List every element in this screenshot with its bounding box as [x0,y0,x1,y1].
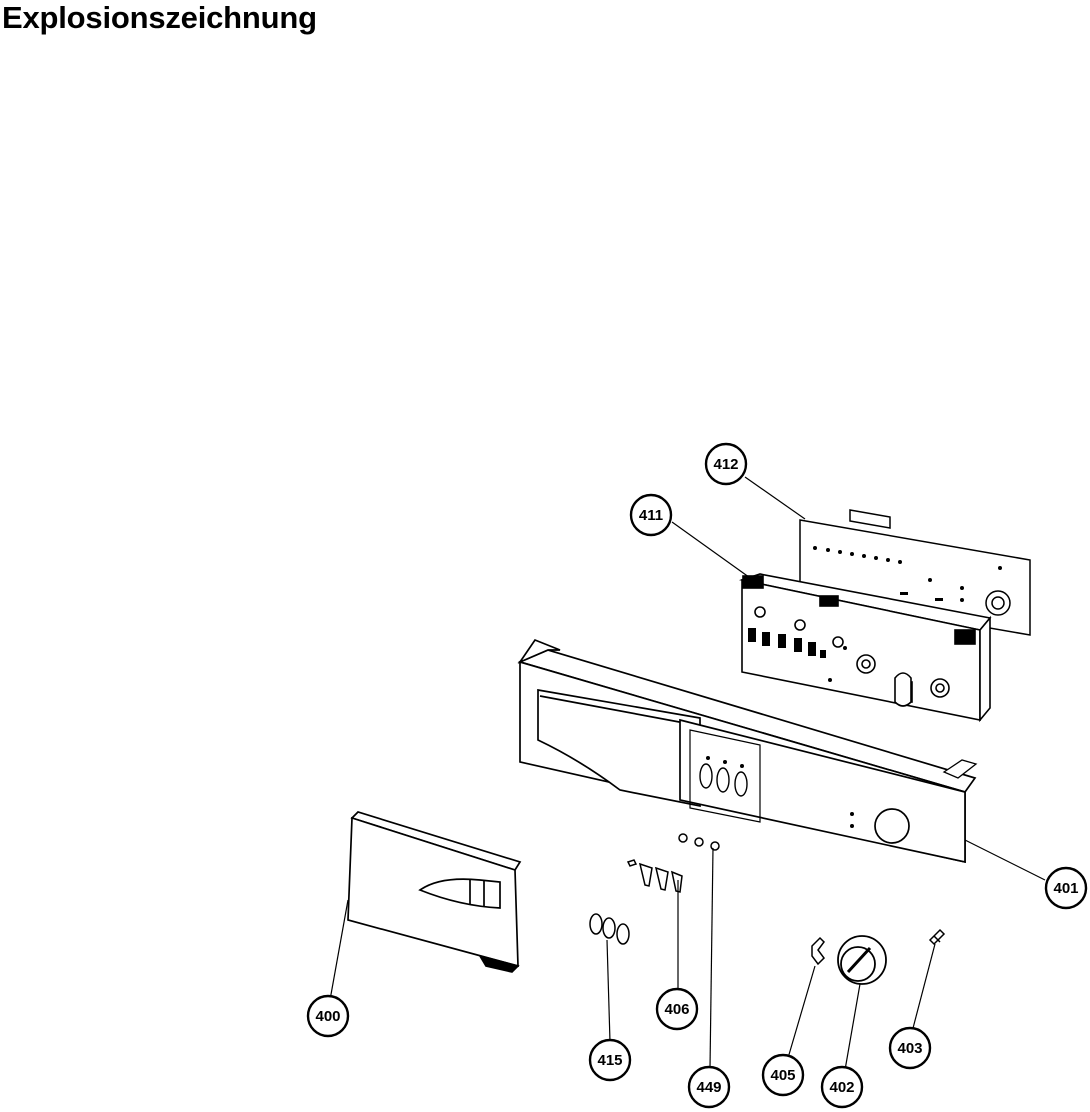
leader-lines [329,476,1046,1071]
part-406-levers [626,859,683,893]
part-405-clip [811,936,825,966]
callout-411: 411 [629,493,673,537]
callout-415-label: 415 [597,1052,622,1069]
part-415-button-caps [589,913,630,945]
page-title: Explosionszeichnung [2,0,317,35]
part-449-buttons [678,833,720,851]
callout-411-label: 411 [639,507,663,524]
callout-449-label: 449 [696,1079,721,1096]
callout-405-label: 405 [770,1067,795,1084]
callout-400: 400 [306,994,350,1038]
part-412-circuit-board [799,509,1031,636]
callout-415: 415 [588,1038,632,1082]
callout-405: 405 [761,1053,805,1097]
callout-406-label: 406 [664,1001,689,1018]
part-411-control-module [738,573,992,723]
callout-412-label: 412 [713,456,738,473]
part-401-control-panel [517,638,978,864]
part-403-spring [928,928,946,946]
callout-403-label: 403 [897,1040,922,1057]
part-400-drawer-front [347,811,522,973]
callout-402-label: 402 [829,1079,854,1096]
callout-401: 401 [1044,866,1088,910]
callout-412: 412 [704,442,748,486]
callout-403: 403 [888,1026,932,1070]
part-402-knob [837,935,887,985]
callout-400-label: 400 [315,1008,340,1025]
callout-406: 406 [655,987,699,1031]
callout-401-label: 401 [1053,880,1078,897]
callout-449: 449 [687,1065,731,1109]
callout-402: 402 [820,1065,864,1109]
